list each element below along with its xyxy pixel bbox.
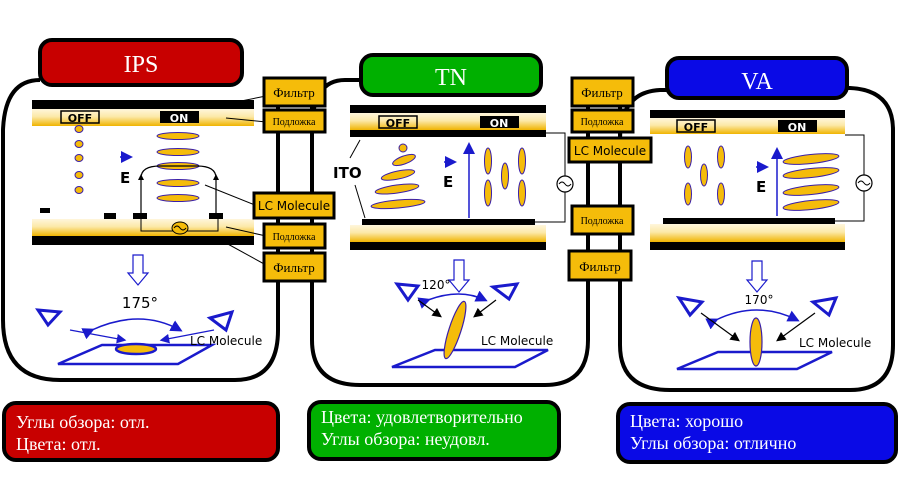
ips-bottom-filter: [32, 236, 254, 245]
left-label-filter-top: Фильтр: [273, 85, 315, 100]
right-label-lc-molecule: LC Molecule: [574, 144, 646, 158]
ips-on-molecules: [156, 132, 200, 202]
va-molecule-label: LC Molecule: [799, 336, 871, 350]
ips-off-label-box: [60, 110, 100, 124]
va-field-label: E: [756, 178, 766, 196]
ips-eye-right-icon: [206, 309, 235, 333]
ips-molecule-label: LC Molecule: [190, 334, 262, 348]
ips-glass-plane: [57, 343, 217, 366]
ips-on-label: ON: [170, 112, 189, 125]
va-bottom-substrate: [650, 224, 845, 242]
va-eye-right-icon: [809, 296, 839, 318]
tn-ito-label: ITO: [333, 164, 362, 182]
va-on-molecules: [782, 153, 840, 211]
left-label-substrate-bottom: Подложка: [273, 232, 316, 243]
tn-bottom-substrate: [350, 225, 546, 242]
va-glass-plane: [676, 350, 833, 371]
va-on-label: ON: [788, 121, 807, 134]
right-label-filter-top: Фильтр: [581, 85, 623, 100]
left-label-filter-bottom: Фильтр: [273, 260, 315, 275]
ips-title: IPS: [124, 52, 159, 78]
ips-angle-arc: [81, 318, 183, 340]
va-eye-left-icon: [675, 295, 705, 318]
tn-panel: TN OFF ON ITO E 120°: [310, 53, 590, 387]
va-off-molecules: [684, 145, 725, 206]
va-summary-line-1: Цвета: хорошо: [630, 411, 744, 431]
tn-field-label: E: [443, 173, 453, 191]
ips-on-label-box: [160, 111, 199, 123]
tn-molecule-label: LC Molecule: [481, 334, 553, 348]
va-title: VA: [741, 69, 773, 95]
va-summary: Цвета: хорошо Углы обзора: отлично: [616, 402, 898, 464]
tn-off-molecules: [370, 143, 426, 210]
ips-title-box: [38, 38, 244, 87]
ips-off-molecules: [74, 125, 84, 194]
ips-panel-frame: [0, 78, 280, 382]
tn-light-arrow-icon: [447, 259, 471, 293]
ips-panel: IPS OFF ON E 175°: [0, 38, 280, 382]
tn-glass-plane: [391, 348, 549, 369]
tn-summary-line-2: Углы обзора: неудовл.: [321, 429, 490, 449]
va-title-box: [665, 56, 849, 100]
ips-eye-left-icon: [35, 308, 64, 328]
va-summary-line-2: Углы обзора: отлично: [630, 433, 797, 453]
right-label-substrate-bottom: Подложка: [581, 216, 624, 227]
tn-summary-line-1: Цвета: удовлетворительно: [321, 407, 523, 427]
ips-lc-molecule: [114, 342, 158, 356]
left-label-lc-molecule: LC Molecule: [258, 199, 330, 213]
left-label-substrate-top: Подложка: [273, 117, 316, 128]
ips-summary-line-1: Углы обзора: отл.: [16, 412, 150, 432]
ips-summary: Углы обзора: отл. Цвета: отл.: [2, 401, 280, 462]
tn-angle: 120°: [422, 278, 451, 292]
va-off-label: OFF: [684, 121, 708, 134]
tn-on-molecules: [484, 147, 526, 207]
tn-eye-left-icon: [393, 282, 421, 303]
ips-angle: 175°: [122, 294, 158, 312]
ips-top-filter: [32, 100, 254, 109]
va-panel: VA OFF ON E 170°: [618, 56, 895, 392]
va-angle-arc: [705, 309, 800, 330]
tn-title: TN: [435, 65, 467, 91]
tn-angle-arc: [417, 290, 488, 309]
ips-electrode: [40, 208, 50, 213]
ips-bottom-substrate: [32, 219, 254, 236]
layer-labels-right: Фильтр Подложка LC Molecule Подложка Фил…: [567, 76, 653, 300]
va-light-arrow-icon: [745, 260, 769, 293]
ips-field-lines: [140, 165, 217, 215]
ips-summary-line-2: Цвета: отл.: [16, 434, 101, 454]
tn-eye-right-icon: [489, 282, 520, 302]
ips-off-label: OFF: [68, 112, 92, 125]
ips-light-arrow-icon: [126, 254, 150, 286]
ips-field-label: E: [120, 169, 130, 187]
tn-on-label: ON: [490, 117, 509, 130]
va-lc-molecule: [749, 317, 763, 367]
va-angle: 170°: [745, 293, 774, 307]
right-label-substrate-top: Подложка: [581, 117, 624, 128]
layer-labels-left: Фильтр Подложка LC Molecule Подложка Фил…: [252, 76, 336, 290]
tn-lc-molecule: [443, 300, 467, 360]
tn-title-box: [359, 53, 543, 97]
tn-summary: Цвета: удовлетворительно Углы обзора: не…: [307, 400, 561, 461]
tn-off-label: OFF: [386, 117, 410, 130]
right-label-filter-bottom: Фильтр: [579, 259, 621, 274]
